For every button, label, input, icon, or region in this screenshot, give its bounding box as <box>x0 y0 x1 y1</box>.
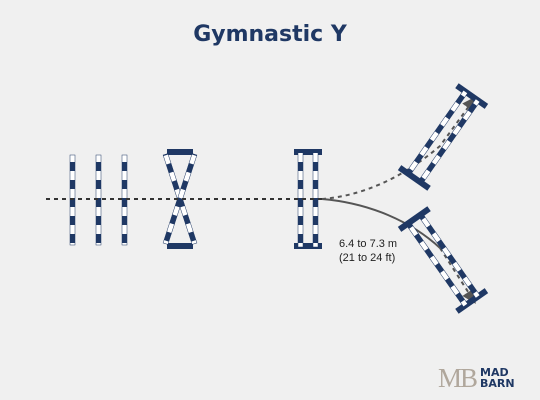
logo-mark: MB <box>438 363 478 393</box>
upper-branch-path <box>321 96 477 200</box>
logo-line-1: MAD <box>480 366 509 379</box>
logo-wordmark: MAD BARN <box>480 367 515 389</box>
distance-label: 6.4 to 7.3 m (21 to 24 ft) <box>339 237 397 265</box>
upper-angled-jump <box>397 83 489 191</box>
distance-imperial: (21 to 24 ft) <box>339 252 396 264</box>
distance-metric: 6.4 to 7.3 m <box>339 238 398 250</box>
lower-angled-jump <box>397 206 489 314</box>
lower-branch-path <box>439 247 476 304</box>
lower-branch-distance <box>321 198 441 249</box>
logo-line-2: BARN <box>480 377 515 390</box>
vertical-jump <box>294 149 322 249</box>
mad-barn-logo: MB MAD BARN <box>438 363 515 393</box>
diagram-title: Gymnastic Y <box>193 22 347 47</box>
